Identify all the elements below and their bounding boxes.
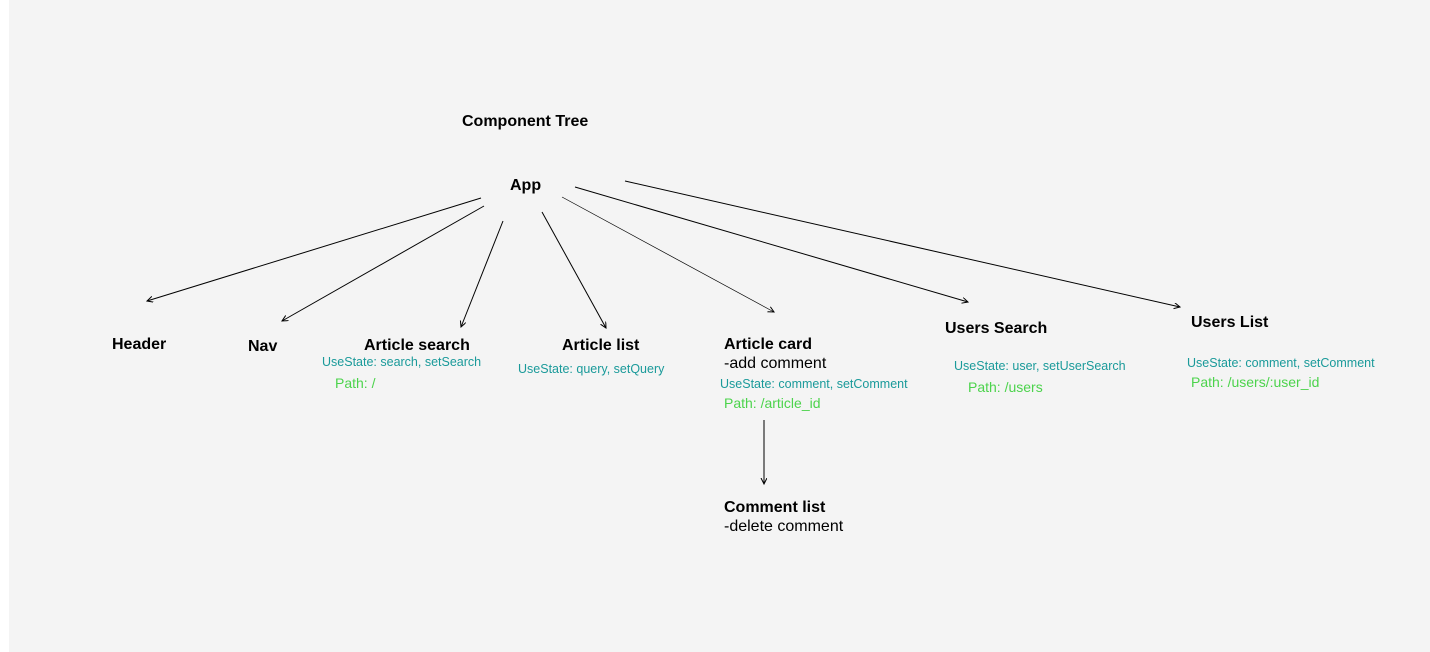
article-search-state: UseState: search, setSearch bbox=[322, 355, 482, 369]
users-search-path: Path: /users bbox=[968, 379, 1043, 395]
edge-app-article-list bbox=[541, 211, 606, 328]
edge-app-users-list bbox=[624, 180, 1180, 307]
node-nav: Nav bbox=[248, 338, 278, 355]
users-search-state: UseState: user, setUserSearch bbox=[954, 359, 1126, 373]
users-list-path: Path: /users/:user_id bbox=[1191, 374, 1320, 390]
node-article-list: Article list bbox=[562, 337, 640, 354]
users-list-state: UseState: comment, setComment bbox=[1187, 356, 1375, 370]
comment-list-note: -delete comment bbox=[724, 518, 844, 535]
edge-app-header bbox=[147, 197, 482, 301]
article-card-note: -add comment bbox=[724, 355, 827, 372]
node-article-search: Article search bbox=[364, 337, 470, 354]
article-list-state: UseState: query, setQuery bbox=[518, 362, 665, 376]
diagram-title: Component Tree bbox=[462, 113, 589, 130]
edge-app-article-search bbox=[461, 220, 504, 327]
diagram-canvas bbox=[9, 0, 1430, 652]
article-card-path: Path: /article_id bbox=[724, 395, 821, 411]
node-users-search: Users Search bbox=[945, 320, 1048, 337]
node-header: Header bbox=[112, 336, 167, 353]
article-card-state: UseState: comment, setComment bbox=[720, 377, 908, 391]
node-comment-list: Comment list bbox=[724, 499, 826, 516]
edge-app-users-search bbox=[574, 186, 968, 302]
edge-app-article-card bbox=[561, 196, 774, 312]
node-app: App bbox=[510, 177, 542, 194]
node-users-list: Users List bbox=[1191, 314, 1269, 331]
article-search-path: Path: / bbox=[335, 375, 376, 391]
edge-app-nav bbox=[282, 205, 485, 321]
node-article-card: Article card bbox=[724, 336, 813, 353]
